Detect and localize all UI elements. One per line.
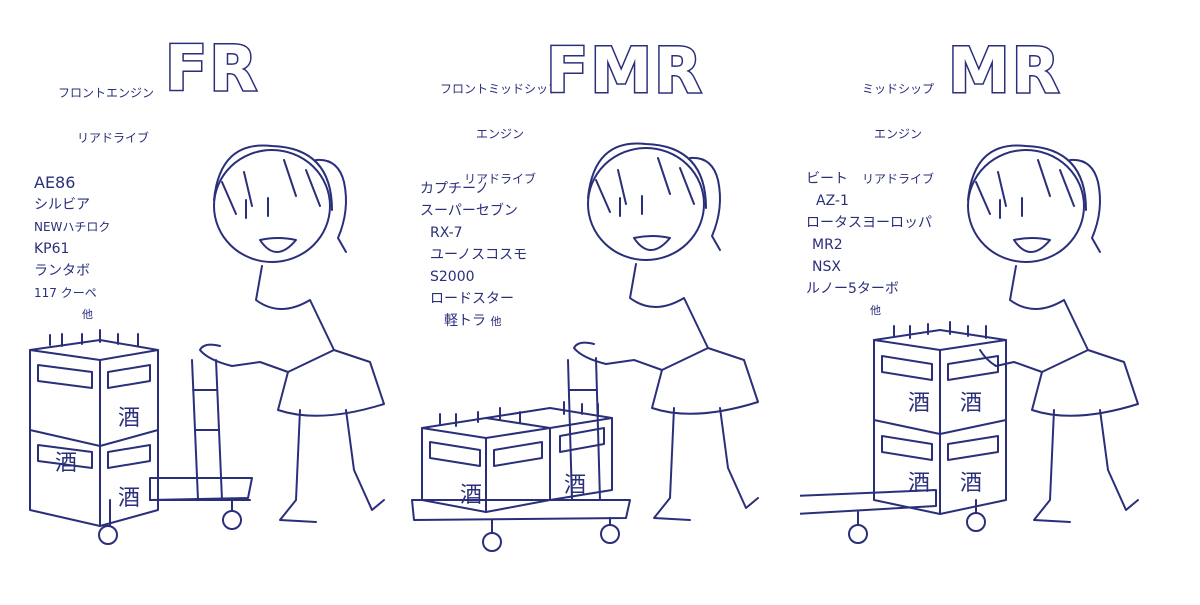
mr-car-item: NSX [812,259,841,275]
mr-crate-label-3: 酒 [908,471,930,496]
fmr-subtitle-line-1: フロントミッドシップ [440,82,561,96]
panel-mr: ミッドシップ エンジン リアドライブ MR ビート AZ-1 ロータスヨーロッパ… [800,0,1200,605]
fmr-car-item: ユーノスコスモ [430,247,528,263]
fr-girl [199,144,385,523]
mr-car-item: ルノー5ターボ [806,281,899,297]
mr-car-list: ビート AZ-1 ロータスヨーロッパ MR2 NSX ルノー5ターボ 他 [806,168,932,322]
fmr-crate-label-2: 酒 [564,473,586,498]
fmr-illustration: 酒 酒 [411,142,759,552]
fr-subtitle: フロントエンジン リアドライブ [58,56,154,176]
fmr-car-item: 軽トラ [444,313,486,329]
fmr-subtitle-line-3: リアドライブ [464,172,537,186]
fr-crate-stack [29,329,159,527]
fr-car-item: NEWハチロク [34,220,111,234]
fmr-car-item: ロードスター [430,291,514,307]
fmr-car-list: カプチーノ スーパーセブン RX-7 ユーノスコスモ S2000 ロードスター … [420,178,527,333]
mr-girl [967,144,1139,523]
mr-car-item: AZ-1 [816,193,849,209]
mr-subtitle-line-1: ミッドシップ [862,82,935,96]
mr-illustration: 酒 酒 酒 酒 [800,144,1139,544]
fr-car-item: AE86 [34,173,76,192]
mr-subtitle-line-2: エンジン [874,127,923,141]
mr-title: MR [946,34,1062,107]
fmr-car-item: S2000 [430,269,475,285]
fmr-subtitle: フロントミッドシップ エンジン リアドライブ [440,52,560,217]
mr-car-item: MR2 [812,237,843,253]
fmr-crates-side-by-side [421,401,613,513]
mr-crate-stack [873,321,1007,515]
fr-crate-label-2: 酒 [55,451,77,476]
fr-crate-label-1: 酒 [118,406,140,431]
panel-fr: フロントエンジン リアドライブ FR AE86 シルビア NEWハチロク KP6… [0,0,400,605]
fmr-car-item: スーパーセブン [420,203,518,219]
fmr-car-item: RX-7 [430,225,463,241]
fmr-title: FMR [545,34,704,107]
mr-car-item: ビート [806,171,848,187]
fr-handcart [98,359,253,545]
panel-fmr: フロントミッドシップ エンジン リアドライブ FMR カプチーノ スーパーセブン… [400,0,800,605]
mr-subtitle-line-3: リアドライブ [862,172,935,186]
fmr-subtitle-line-2: エンジン [476,127,525,141]
fmr-car-item-last: 軽トラ 他 [420,310,527,333]
fr-illustration: 酒 酒 酒 [29,144,385,545]
fmr-crate-label-1: 酒 [460,483,482,508]
fr-etc: 他 [82,308,93,321]
mr-crate-label-2: 酒 [960,391,982,416]
fr-title: FR [163,32,260,105]
mr-car-item: ロータスヨーロッパ [806,215,932,231]
fr-car-item: 117 クーペ [34,286,97,300]
mr-etc: 他 [870,304,881,317]
fr-car-item: シルビア [34,197,90,213]
fmr-girl [573,142,759,521]
fmr-car-item: カプチーノ [420,181,490,197]
fmr-etc: 他 [490,315,502,328]
fr-crate-label-3: 酒 [118,486,140,511]
mr-crate-label-1: 酒 [908,391,930,416]
fr-car-item: KP61 [34,241,70,257]
mr-subtitle: ミッドシップ エンジン リアドライブ [862,52,934,217]
mr-crate-label-4: 酒 [960,471,982,496]
fr-subtitle-line-1: フロントエンジン [58,86,155,100]
fr-car-list: AE86 シルビア NEWハチロク KP61 ランタボ 117 クーペ 他 [34,172,110,326]
fmr-handcart [411,357,631,552]
fr-subtitle-line-2: リアドライブ [77,131,150,145]
mr-handcart [800,489,986,544]
fr-car-item: ランタボ [34,263,90,279]
